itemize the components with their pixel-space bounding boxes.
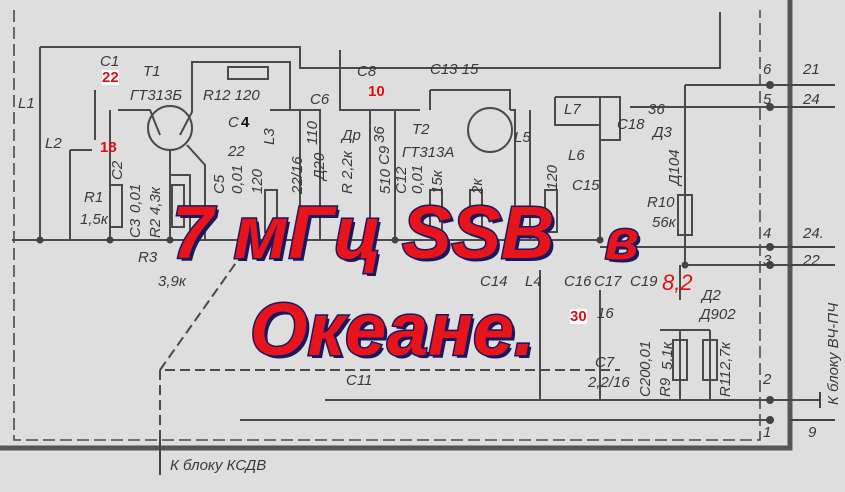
output-22: 22	[803, 252, 820, 269]
label-c4: С	[228, 114, 239, 131]
annotation-c2-value: 18	[100, 139, 117, 156]
label-c15: С15	[572, 177, 600, 194]
label-r-120: 120	[544, 164, 561, 190]
label-r9: R9	[657, 377, 674, 397]
pin-3: 3	[763, 252, 772, 269]
label-l3: L3	[261, 128, 278, 145]
label-d104: Д104	[666, 149, 683, 185]
label-c12: С12	[393, 166, 410, 194]
label-l2: L2	[45, 135, 62, 152]
label-dr-value: 36	[371, 126, 388, 143]
annotation-d2-value: 8,2	[662, 270, 693, 295]
label-t2: T2	[412, 121, 430, 138]
label-c4-cap: 22	[228, 143, 245, 160]
output-9: 9	[808, 424, 817, 441]
label-c6: С6	[310, 91, 330, 108]
annotation-c4-value: 4	[241, 114, 250, 131]
pin-2: 2	[763, 371, 772, 388]
label-c14: С14	[480, 273, 508, 290]
label-c3: С3	[127, 218, 144, 238]
label-r2-value: 4,3к	[147, 187, 164, 215]
label-r3: R3	[138, 249, 158, 266]
pin-5: 5	[763, 91, 772, 108]
label-c20-value: 0,01	[637, 340, 654, 370]
label-l7: L7	[564, 101, 581, 118]
label-d3-value: 36	[648, 101, 665, 118]
label-l5: L5	[514, 129, 531, 146]
label-c2: C2	[109, 160, 126, 180]
label-t2-type: ГТ313А	[402, 144, 455, 161]
label-d20: Д20	[311, 152, 328, 180]
label-c3-value: 0,01	[127, 183, 144, 213]
annotation-c16-value: 30	[570, 308, 587, 325]
overlay-title-line1: 7 мГц SSB	[170, 191, 555, 274]
label-r12: R12 120	[203, 87, 260, 104]
label-c-22-16: 22/16	[289, 156, 306, 194]
label-d2: Д2	[702, 287, 721, 304]
label-c1: C1	[100, 53, 120, 70]
pin-1: 1	[763, 424, 772, 441]
label-c17-value: 16	[597, 305, 614, 322]
label-t1: T1	[143, 63, 161, 80]
label-c19: С19	[630, 273, 658, 290]
output-24-b: 24.	[803, 225, 824, 242]
label-c7-value: 2,2/16	[588, 374, 630, 391]
annotation-c8-value: 10	[368, 83, 385, 100]
label-r10: R10	[647, 194, 675, 211]
label-l1: L1	[18, 95, 35, 112]
label-r-2-2k: R 2,2к	[339, 151, 356, 194]
label-c17: С17	[594, 273, 622, 290]
label-c8: С8	[357, 63, 377, 80]
destination-ksdv: К блоку КСДВ	[170, 457, 267, 474]
output-24: 24	[803, 91, 820, 108]
label-r11: R11	[717, 370, 734, 397]
label-r10-value: 56к	[652, 214, 676, 231]
label-d902: Д902	[700, 306, 736, 323]
label-dr: Др	[342, 127, 361, 144]
label-r1-value: 1,5к	[80, 211, 108, 228]
label-r1: R1	[84, 189, 104, 206]
label-r2: R2	[147, 218, 164, 238]
overlay-title-line1-b: в	[604, 208, 641, 271]
pin-4: 4	[763, 225, 772, 242]
label-r11-value: 2,7к	[717, 342, 734, 370]
label-c5-value: 0,01	[229, 164, 246, 194]
label-c13: С13 15	[430, 61, 479, 78]
label-l4: L4	[525, 273, 542, 290]
label-c9: С9	[376, 145, 393, 165]
label-c6-value: 110	[304, 121, 321, 145]
label-c18: С18	[617, 116, 645, 133]
destination-vch-pch: К блоку ВЧ-ПЧ	[825, 302, 842, 405]
overlay-title-line2: Океане.	[249, 288, 537, 371]
label-c16: С16	[564, 273, 592, 290]
label-c11: С11	[346, 372, 373, 389]
label-l6: L6	[568, 147, 585, 164]
label-t1-type: ГТ313Б	[130, 87, 183, 104]
label-c7: С7	[595, 354, 615, 371]
label-r9-value: 5,1к	[659, 342, 676, 370]
label-c12-value: 0,01	[409, 164, 426, 194]
label-r3-value: 3,9к	[158, 273, 186, 290]
annotation-c1-value: 22	[102, 69, 119, 86]
pin-6: 6	[763, 61, 772, 78]
label-d3: Д3	[653, 124, 672, 141]
label-c20: С20	[637, 369, 654, 397]
output-21: 21	[803, 61, 820, 78]
